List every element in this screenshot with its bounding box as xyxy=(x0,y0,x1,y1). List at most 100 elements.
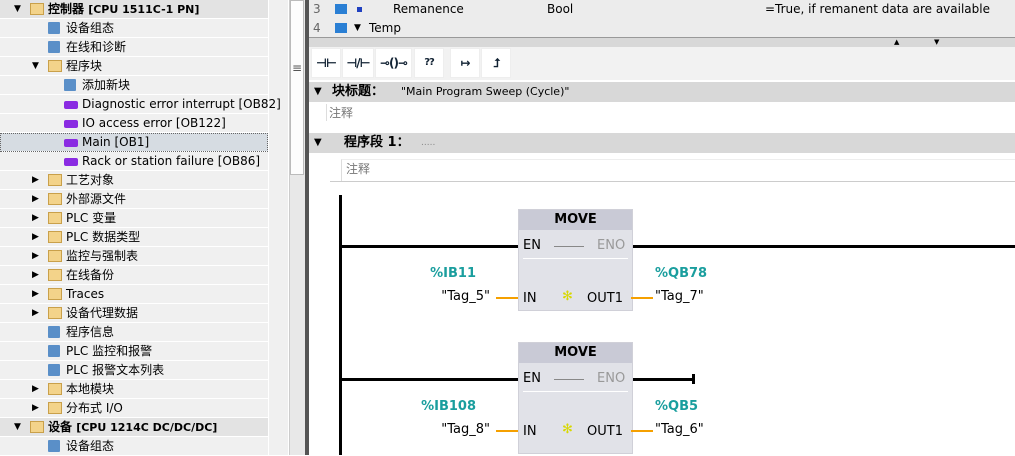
expand-arrow-icon[interactable]: ▼ xyxy=(354,23,361,33)
tree-item[interactable]: 程序信息 xyxy=(0,323,268,342)
tree-item[interactable]: IO access error [OB122] xyxy=(0,114,268,133)
output-tag[interactable]: "Tag_7" xyxy=(655,289,704,304)
collapse-icon[interactable]: ▼ xyxy=(314,86,322,97)
tree-item[interactable]: 设备组态 xyxy=(0,19,268,38)
device-config-icon xyxy=(48,440,60,452)
collapse-arrow-icon[interactable]: ▶ xyxy=(32,232,39,242)
tree-item[interactable]: ▶ 外部源文件 xyxy=(0,190,268,209)
eno-wire xyxy=(631,378,693,381)
watch-tables-folder-icon xyxy=(48,250,62,262)
panel-splitter[interactable] xyxy=(305,0,309,455)
divider xyxy=(523,391,628,392)
block-title-bar[interactable]: ▼ 块标题： "Main Program Sweep (Cycle)" xyxy=(309,82,1015,102)
tree-item-label: 在线备份 xyxy=(66,268,115,282)
expand-arrow-icon[interactable]: ▼ xyxy=(14,4,21,14)
tree-item[interactable]: PLC 报警文本列表 xyxy=(0,361,268,380)
normally-open-contact-button[interactable]: ⊣⊢ xyxy=(311,48,341,78)
input-tag[interactable]: "Tag_8" xyxy=(441,422,490,437)
empty-box-button[interactable]: ?? xyxy=(414,48,444,78)
tree-item[interactable]: 在线和诊断 xyxy=(0,38,268,57)
tree-item[interactable]: ▶ 在线备份 xyxy=(0,266,268,285)
collapse-arrow-icon[interactable]: ▶ xyxy=(32,384,39,394)
tree-item-label: PLC 变量 xyxy=(66,211,117,225)
collapse-arrow-icon[interactable]: ▶ xyxy=(32,270,39,280)
block-title-value[interactable]: "Main Program Sweep (Cycle)" xyxy=(401,85,570,98)
tree-item[interactable]: ▶设备代理数据 xyxy=(0,304,268,323)
interface-row[interactable]: 3 Remanence Bool =True, if remanent data… xyxy=(309,0,1015,20)
box-title: MOVE xyxy=(519,343,632,363)
tree-item[interactable]: Main [OB1] xyxy=(0,133,268,152)
normally-closed-contact-button[interactable]: ⊣/⊢ xyxy=(342,48,374,78)
tree-item[interactable]: Diagnostic error interrupt [OB82] xyxy=(0,95,281,114)
tree-item[interactable]: Rack or station failure [OB86] xyxy=(0,152,268,171)
internal-line xyxy=(554,379,584,380)
expand-arrow-icon[interactable]: ▼ xyxy=(32,61,39,71)
output-address[interactable]: %QB78 xyxy=(655,266,708,281)
tree-item[interactable]: ▼程序块 xyxy=(0,57,268,76)
tag-type: Bool xyxy=(547,2,574,16)
tree-item[interactable]: 设备组态 xyxy=(0,437,268,456)
tree-item-label: 在线和诊断 xyxy=(66,40,127,54)
out-wire xyxy=(631,297,653,299)
network-comment[interactable]: 注释 xyxy=(341,159,1015,182)
in-pin: IN xyxy=(523,424,537,439)
interface-splitter[interactable]: ▲ ▼ xyxy=(309,37,1015,47)
collapse-icon[interactable]: ▼ xyxy=(314,137,322,148)
tree-item-label: 外部源文件 xyxy=(66,192,127,206)
tree-item-label: 程序信息 xyxy=(66,325,115,339)
input-address[interactable]: %IB108 xyxy=(421,399,476,414)
plc-alarms-icon xyxy=(48,345,60,357)
close-branch-button[interactable]: ⮥ xyxy=(481,48,511,78)
eno-pin: ENO xyxy=(597,371,626,386)
collapse-arrow-icon[interactable]: ▶ xyxy=(32,251,39,261)
scroll-up-icon[interactable]: ▲ xyxy=(894,38,900,46)
tree-item[interactable]: ▶ PLC 变量 xyxy=(0,209,268,228)
tree-item[interactable]: ▼设备 [CPU 1214C DC/DC/DC] xyxy=(0,418,268,437)
internal-line xyxy=(554,246,584,247)
out-pin: OUT1 xyxy=(587,424,623,439)
collapse-arrow-icon[interactable]: ▶ xyxy=(32,213,39,223)
tree-item-label: Rack or station failure [OB86] xyxy=(82,154,261,168)
output-address[interactable]: %QB5 xyxy=(655,399,699,414)
scrollbar-thumb[interactable]: ≡ xyxy=(290,0,304,175)
rung-wire xyxy=(342,245,518,248)
divider xyxy=(330,181,1015,182)
tree-item[interactable]: ▼控制器 [CPU 1511C-1 PN] xyxy=(0,0,268,19)
distributed-io-folder-icon xyxy=(48,402,62,414)
tree-item-label: Diagnostic error interrupt [OB82] xyxy=(82,97,281,111)
network-bar[interactable]: ▼ 程序段 1： ..... xyxy=(309,133,1015,153)
tree-item[interactable]: ▶ 工艺对象 xyxy=(0,171,268,190)
tree-item[interactable]: PLC 监控和报警 xyxy=(0,342,268,361)
tree-item[interactable]: ▶PLC 数据类型 xyxy=(0,228,268,247)
interface-row[interactable]: 4 ▼ Temp xyxy=(309,19,1015,39)
eno-pin: ENO xyxy=(597,238,626,253)
local-modules-folder-icon xyxy=(48,383,62,395)
move-box[interactable]: MOVE EN ENO IN ✻ OUT1 xyxy=(518,209,633,311)
collapse-arrow-icon[interactable]: ▶ xyxy=(32,308,39,318)
block-comment[interactable]: 注释 xyxy=(326,104,353,121)
bullet-icon xyxy=(357,7,362,12)
technology-objects-folder-icon xyxy=(48,174,62,186)
tree-item[interactable]: ▶本地模块 xyxy=(0,380,268,399)
collapse-arrow-icon[interactable]: ▶ xyxy=(32,194,39,204)
tree-item[interactable]: 添加新块 xyxy=(0,76,268,95)
collapse-arrow-icon[interactable]: ▶ xyxy=(32,289,39,299)
scroll-down-icon[interactable]: ▼ xyxy=(934,38,940,46)
output-tag[interactable]: "Tag_6" xyxy=(655,422,704,437)
coil-button[interactable]: ⊸()⊸ xyxy=(375,48,412,78)
open-branch-button[interactable]: ↦ xyxy=(450,48,480,78)
move-box[interactable]: MOVE EN ENO IN ✻ OUT1 xyxy=(518,342,633,454)
network-title[interactable]: ..... xyxy=(421,138,436,148)
expand-arrow-icon[interactable]: ▼ xyxy=(14,422,21,432)
network-label: 程序段 1： xyxy=(344,135,410,150)
collapse-arrow-icon[interactable]: ▶ xyxy=(32,175,39,185)
tree-item[interactable]: ▶Traces xyxy=(0,285,268,304)
tree-item[interactable]: ▶监控与强制表 xyxy=(0,247,268,266)
online-backup-folder-icon xyxy=(48,269,62,281)
collapse-arrow-icon[interactable]: ▶ xyxy=(32,403,39,413)
tree-item[interactable]: ▶分布式 I/O xyxy=(0,399,268,418)
input-tag[interactable]: "Tag_5" xyxy=(441,289,490,304)
static-tag-icon xyxy=(335,4,347,14)
input-address[interactable]: %IB11 xyxy=(430,266,476,281)
tree-item-label: 工艺对象 xyxy=(66,173,115,187)
